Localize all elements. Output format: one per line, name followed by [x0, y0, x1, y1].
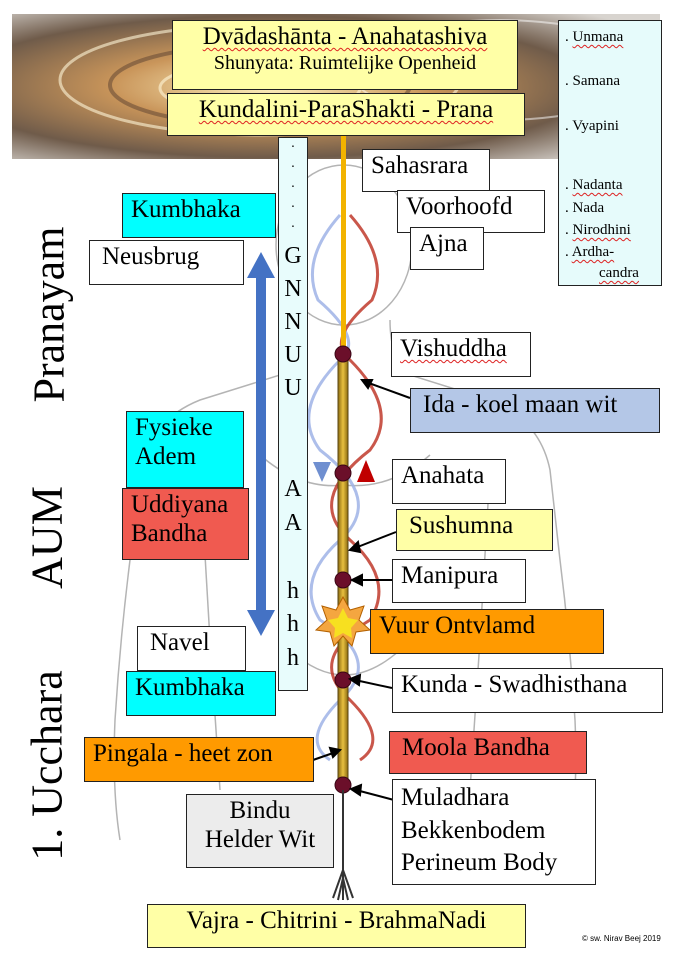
- perineum-body-text: Perineum Body: [401, 849, 558, 876]
- moola-bandha-box: Moola Bandha: [389, 731, 587, 774]
- ucchara-vertical-title: 1. Ucchara: [22, 670, 72, 861]
- side-level-nadanta: Nadanta: [572, 177, 623, 193]
- muladhara-text: Muladhara: [401, 784, 510, 811]
- aum-vertical-title: AUM: [22, 486, 72, 589]
- ida-box: Ida - koel maan wit: [410, 388, 660, 433]
- column-letter-h3: h: [287, 645, 299, 671]
- voorhoofd-box: Voorhoofd: [397, 190, 545, 233]
- uddiyana-bandha-box: Uddiyana Bandha: [122, 488, 249, 560]
- anahata-box: Anahata: [392, 459, 506, 504]
- side-levels-list: . Unmana . Samana . Vyapini . Nadanta . …: [558, 20, 662, 286]
- shunyata-subtitle: Shunyata: Ruimtelijke Openheid: [213, 51, 477, 74]
- kumbhaka-bottom-box: Kumbhaka: [126, 671, 276, 716]
- column-letter-n1: N: [284, 276, 302, 302]
- sushumna-rod: [337, 349, 349, 791]
- column-letter-g: G: [284, 243, 302, 269]
- sushumna-box: Sushumna: [396, 509, 553, 551]
- navel-box: Navel: [137, 626, 246, 671]
- vajra-icon: [332, 790, 354, 901]
- breath-double-arrow: [247, 252, 275, 636]
- kunda-swadhisthana-box: Kunda - Swadhisthana: [392, 668, 663, 713]
- ajna-box: Ajna: [410, 227, 484, 270]
- kumbhaka-top-box: Kumbhaka: [122, 193, 276, 238]
- prana-line: [341, 135, 346, 350]
- pingala-box: Pingala - heet zon: [84, 737, 314, 782]
- column-letter-h1: h: [287, 578, 299, 604]
- side-level-candra: candra: [599, 265, 639, 281]
- muladhara-box: Muladhara Bekkenbodem Perineum Body: [392, 779, 596, 885]
- side-level-unmana: Unmana: [572, 29, 624, 45]
- side-level-nada: Nada: [572, 200, 605, 216]
- pranayam-vertical-title: Pranayam: [24, 226, 74, 403]
- dvadashanta-box: Dvādashānta - Anahatashiva Shunyata: Rui…: [172, 20, 518, 90]
- bekkenbodem-text: Bekkenbodem: [401, 816, 546, 844]
- sahasrara-box: Sahasrara: [362, 149, 490, 192]
- side-level-nirodhini: Nirodhini: [572, 222, 631, 238]
- fire-star-icon: [314, 595, 372, 648]
- column-letter-h2: h: [287, 611, 299, 637]
- fysieke-text: Fysieke: [135, 414, 213, 441]
- bandha-text: Bandha: [131, 519, 208, 547]
- pointer-arrows: [312, 379, 411, 801]
- sound-letter-column: · · · · · G N N U U A A h h h: [278, 137, 308, 691]
- vajra-box: Vajra - Chitrini - BrahmaNadi: [147, 904, 526, 948]
- side-level-samana: Samana: [572, 73, 620, 89]
- neusbrug-box: Neusbrug: [89, 240, 244, 285]
- ida-channel: [307, 214, 360, 762]
- vishuddha-box: Vishuddha: [391, 332, 531, 377]
- side-level-vyapini: Vyapini: [572, 118, 619, 134]
- kundalini-box: Kundalini-ParaShakti - Prana: [167, 93, 525, 136]
- pingala-up-triangle-icon: [357, 460, 375, 482]
- bindu-text: Bindu: [229, 797, 291, 824]
- helder-wit-text: Helder Wit: [204, 825, 316, 853]
- column-letter-n2: N: [284, 309, 302, 335]
- kunda-swadhisthana-text: Kunda - Swadhisthana: [401, 671, 628, 698]
- copyright-text: © sw. Nirav Beej 2019: [582, 934, 661, 943]
- uddiyana-text: Uddiyana: [131, 491, 229, 518]
- column-letter-a2: A: [284, 510, 302, 536]
- dvadashanta-title: Dvādashānta - Anahatashiva: [202, 23, 488, 50]
- vuur-ontvlamd-box: Vuur Ontvlamd: [370, 609, 604, 654]
- bindu-box: Bindu Helder Wit: [186, 794, 334, 868]
- column-letter-u1: U: [284, 342, 302, 368]
- side-level-ardha: Ardha-: [571, 244, 615, 260]
- ida-down-triangle-icon: [313, 462, 331, 482]
- manipura-box: Manipura: [392, 559, 526, 603]
- fysieke-adem-box: Fysieke Adem: [126, 411, 244, 488]
- column-letter-a1: A: [284, 476, 302, 502]
- column-letter-u2: U: [284, 375, 302, 401]
- adem-text: Adem: [135, 442, 197, 470]
